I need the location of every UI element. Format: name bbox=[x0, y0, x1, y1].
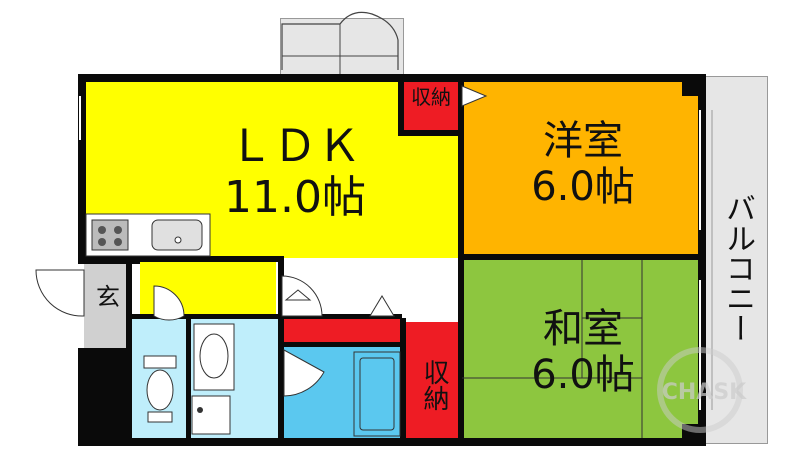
closet-top bbox=[402, 80, 460, 132]
wall-toilet-right bbox=[186, 318, 191, 446]
ldk-label: ＬＤＫ 11.0帖 bbox=[210, 121, 380, 223]
balcony-rail bbox=[281, 11, 399, 70]
wall-ldk-bottom bbox=[84, 256, 280, 262]
watermark-circle bbox=[657, 347, 743, 433]
wall-wet-top bbox=[130, 314, 402, 319]
closet-bottom-label: 収納 bbox=[419, 359, 449, 411]
western-room bbox=[462, 80, 700, 254]
wall-mid-horizontal bbox=[458, 254, 706, 260]
door-triangle-2 bbox=[369, 295, 395, 317]
door-entrance bbox=[35, 269, 85, 317]
wall-left-lower bbox=[78, 348, 130, 446]
wall-top bbox=[78, 74, 704, 82]
door-triangle-closet bbox=[461, 85, 488, 107]
door-bath bbox=[283, 349, 325, 397]
door-toilet bbox=[153, 285, 185, 321]
corridor-red bbox=[284, 318, 404, 344]
washer-pan bbox=[191, 395, 231, 435]
wall-closet-left bbox=[398, 74, 404, 136]
western-name: 洋室 bbox=[543, 118, 623, 164]
balcony-right bbox=[704, 76, 768, 444]
wall-closet-bottom-left bbox=[400, 318, 406, 446]
japanese-size: 6.0帖 bbox=[531, 352, 635, 398]
wall-entrance bbox=[84, 258, 140, 264]
wall-left bbox=[78, 74, 86, 264]
watermark: CHASK bbox=[661, 380, 747, 405]
wall-bath-top bbox=[280, 342, 404, 347]
entrance-label: 玄 bbox=[96, 283, 120, 311]
ldk-size: 11.0帖 bbox=[224, 171, 366, 223]
tatami-lines bbox=[462, 260, 643, 438]
door-triangle-1 bbox=[284, 289, 312, 301]
japanese-name: 和室 bbox=[543, 306, 623, 352]
japanese-room bbox=[462, 258, 700, 438]
wall-closet-top bbox=[398, 130, 462, 136]
balcony-top bbox=[280, 18, 404, 78]
wall-bottom bbox=[78, 438, 704, 446]
closet-top-label: 収納 bbox=[411, 85, 451, 109]
balcony-label: バルコニー bbox=[720, 193, 755, 343]
western-size: 6.0帖 bbox=[531, 164, 635, 210]
stove-icon bbox=[91, 219, 129, 251]
western-label: 洋室 6.0帖 bbox=[508, 118, 658, 210]
toilet-icon bbox=[143, 355, 177, 423]
closet-bottom bbox=[404, 322, 460, 438]
column-tr bbox=[682, 74, 706, 96]
sink-icon bbox=[151, 219, 203, 251]
ldk-name: ＬＤＫ bbox=[229, 121, 361, 172]
japanese-label: 和室 6.0帖 bbox=[508, 306, 658, 398]
wall-wash-right bbox=[278, 256, 284, 446]
entrance-area bbox=[84, 262, 130, 348]
wall-toilet-left bbox=[126, 262, 132, 446]
